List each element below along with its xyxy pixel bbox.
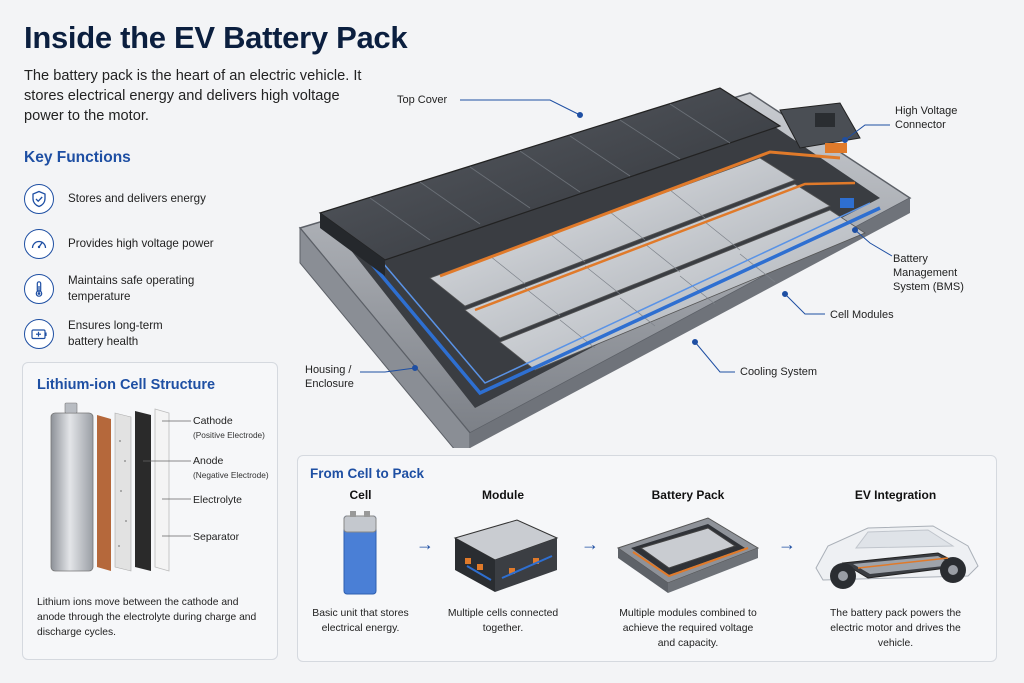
arrow-icon: →	[416, 534, 434, 554]
layer-label-anode: Anode (Negative Electrode)	[193, 455, 269, 480]
thermometer-icon	[24, 273, 54, 304]
cell-icon	[343, 511, 377, 595]
shield-check-icon	[24, 183, 54, 214]
layer-label-separator: Separator	[193, 531, 240, 543]
key-functions-list: Stores and delivers energy Provides high…	[24, 176, 274, 356]
stage-title: Cell	[349, 488, 372, 502]
callout-cell-modules: Cell Modules	[830, 309, 894, 321]
callout-top-cover: Top Cover	[397, 94, 448, 106]
callout-bms: Battery Management System (BMS)	[893, 253, 964, 293]
battery-pack-illustration	[298, 87, 912, 448]
layer-label-electrolyte: Electrolyte	[193, 494, 243, 506]
cell-structure-heading: Lithium-ion Cell Structure	[37, 377, 216, 393]
battery-pack-icon	[616, 517, 760, 593]
stage-title: Battery Pack	[651, 488, 725, 502]
module-icon	[453, 519, 559, 592]
stage-title: EV Integration	[854, 488, 937, 502]
key-function-text: Maintains safe operating temperature	[68, 273, 195, 303]
key-function-item: Stores and delivers energy	[24, 176, 274, 221]
callout-hv-connector: High Voltage Connector	[895, 105, 958, 131]
arrow-icon: →	[778, 534, 796, 554]
key-functions-heading: Key Functions	[24, 149, 131, 166]
cell-to-pack-heading: From Cell to Pack	[310, 466, 425, 481]
battery-health-icon	[24, 318, 54, 349]
stage-desc: Multiple cells connected together.	[447, 608, 559, 634]
key-function-item: Ensures long-term battery health	[24, 311, 274, 356]
stage-desc: Multiple modules combined to achieve the…	[619, 608, 757, 649]
callout-cooling-system: Cooling System	[740, 366, 818, 378]
intro-text: The battery pack is the heart of an elec…	[24, 68, 362, 124]
key-function-text: Ensures long-term battery health	[68, 318, 163, 348]
gauge-icon	[24, 228, 54, 259]
key-function-item: Provides high voltage power	[24, 221, 274, 266]
arrow-icon: →	[581, 534, 599, 554]
stage-desc: The battery pack powers the electric mot…	[829, 608, 962, 649]
cell-to-pack-panel: From Cell to Pack Cell Basic unit that s…	[297, 455, 997, 662]
cell-structure-panel: Lithium-ion Cell Structure Cathode (Posi…	[22, 362, 278, 660]
callout-housing: Housing / Enclosure	[305, 364, 354, 390]
ev-car-icon	[815, 525, 979, 589]
layer-label-cathode: Cathode (Positive Electrode)	[193, 415, 265, 440]
cell-layers-illustration	[50, 402, 191, 572]
cell-structure-description: Lithium ions move between the cathode an…	[37, 597, 257, 638]
key-function-item: Maintains safe operating temperature	[24, 266, 274, 311]
key-function-text: Stores and delivers energy	[68, 191, 206, 205]
key-function-text: Provides high voltage power	[68, 236, 214, 250]
stage-title: Module	[482, 488, 524, 502]
stage-desc: Basic unit that stores electrical energy…	[312, 608, 409, 634]
page-title: Inside the EV Battery Pack	[24, 20, 408, 55]
